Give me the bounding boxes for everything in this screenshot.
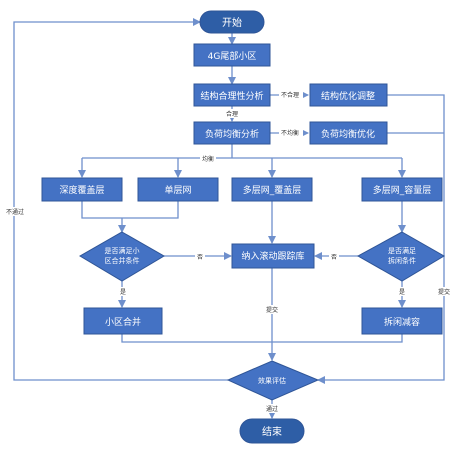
balance-label: 负荷均衡分析 — [205, 128, 259, 140]
deep-box — [41, 177, 123, 202]
end-label: 结束 — [262, 425, 282, 438]
edge-labels: 不合理 合理 不均衡 均衡 否 否 是 是 提交 提交 不通过 通过 — [4, 90, 452, 413]
split-cond-label-1: 是否满足 — [388, 246, 416, 255]
track-label: 纳入滚动跟踪库 — [241, 250, 304, 262]
multi-cap-box — [361, 177, 443, 202]
split-cond-label-2: 拆闲条件 — [388, 256, 416, 265]
edge-label-unbalanced: 不均衡 — [281, 129, 299, 137]
multi-cap-label: 多层网_容量层 — [373, 184, 432, 196]
merge-box — [83, 307, 163, 335]
track-box — [231, 243, 315, 269]
deep-label: 深度覆盖层 — [59, 184, 104, 196]
edge-optimize-eval — [317, 94, 445, 384]
merge-cond-label-2: 区合并条件 — [105, 256, 140, 265]
edge-label-fail: 不通过 — [6, 208, 24, 216]
optimize-label: 结构优化调整 — [321, 90, 375, 102]
split-cond-diamond — [356, 231, 445, 282]
balance-box — [193, 121, 271, 145]
balance-opt-label: 负荷均衡优化 — [321, 128, 375, 140]
edge-label-no-right: 否 — [331, 254, 337, 261]
edge-label-reasonable: 合理 — [226, 110, 238, 118]
end-terminal — [239, 418, 305, 444]
start-terminal — [199, 10, 265, 34]
split-label: 拆闲减容 — [384, 316, 420, 328]
edge-eval-fail-start — [13, 18, 228, 381]
optimize-box — [309, 83, 388, 107]
edge-label-balanced: 均衡 — [202, 155, 214, 163]
single-label: 单层网 — [164, 184, 191, 196]
eval-diamond — [226, 360, 320, 401]
edge-label-yes-left: 是 — [120, 289, 126, 296]
merge-cond-diamond — [79, 231, 165, 282]
edge-label-submit-mid: 提交 — [266, 306, 278, 314]
node-labels: 开始 4G尾部小区 结构合理性分析 结构优化调整 负荷均衡分析 负荷均衡优化 深… — [59, 16, 431, 438]
balance-opt-box — [309, 121, 388, 145]
cell-label: 4G尾部小区 — [208, 50, 257, 62]
edge-label-pass: 通过 — [266, 405, 278, 413]
edge-split-bus — [272, 334, 403, 343]
edge-merge-bus — [121, 334, 272, 343]
connectors — [13, 18, 445, 419]
multi-cov-label: 多层网_覆盖层 — [243, 184, 302, 196]
single-box — [137, 177, 219, 202]
edge-label-submit-right: 提交 — [438, 288, 450, 296]
edge-single-bus — [122, 201, 179, 219]
rationality-box — [193, 83, 271, 107]
split-box — [361, 307, 443, 335]
edge-deep-bus — [81, 201, 122, 219]
start-label: 开始 — [222, 16, 242, 29]
cell-box — [193, 43, 271, 67]
rationality-label: 结构合理性分析 — [200, 90, 263, 102]
eval-label: 效果评估 — [258, 376, 286, 385]
edge-label-no-left: 否 — [197, 254, 203, 261]
merge-label: 小区合并 — [105, 316, 141, 328]
multi-cov-box — [231, 177, 313, 202]
merge-cond-label-1: 是否满足小 — [105, 246, 140, 255]
edge-label-unreasonable: 不合理 — [281, 91, 299, 99]
edge-label-yes-right: 是 — [399, 289, 405, 296]
